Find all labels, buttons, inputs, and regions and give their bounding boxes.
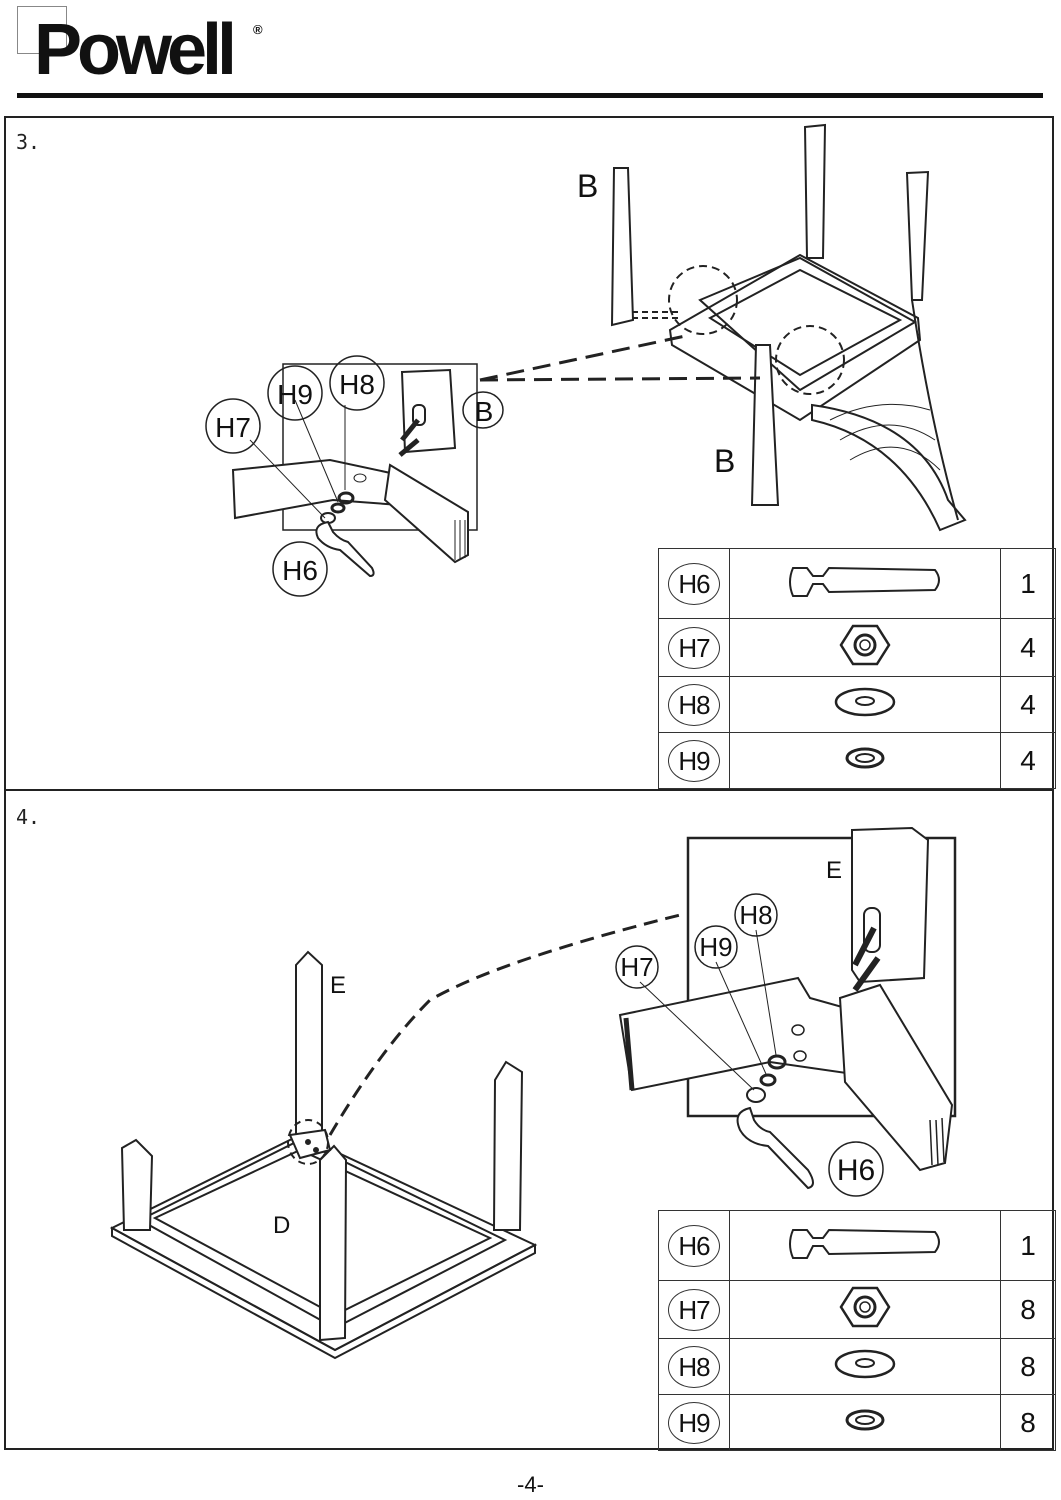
- lock-washer-icon: [843, 1409, 887, 1438]
- callout-h7: H7: [215, 412, 251, 443]
- callout-h6: H6: [282, 555, 318, 586]
- parts-row: H9 8: [658, 1394, 1056, 1451]
- callout-h9: H9: [277, 379, 313, 410]
- callout-h8: H8: [339, 369, 375, 400]
- part-qty: 4: [1000, 676, 1056, 733]
- part-code: H8: [668, 683, 720, 726]
- step-4-illustration: E D E H8 H9 H7 H6: [109, 826, 957, 1360]
- table-top-d-label: D: [273, 1212, 290, 1239]
- part-code: H6: [668, 562, 720, 605]
- step-4-number: 4.: [16, 805, 41, 829]
- hex-nut-icon: [837, 624, 893, 674]
- logo-frame: [17, 6, 67, 54]
- callout-h9: H9: [699, 932, 732, 962]
- part-code: H9: [668, 1401, 720, 1444]
- lock-washer-icon: [843, 747, 887, 776]
- wrench-icon: [785, 566, 945, 610]
- flat-washer-icon: [833, 687, 897, 724]
- parts-row: H7 4: [658, 618, 1056, 677]
- parts-row: H7 8: [658, 1280, 1056, 1339]
- part-qty: 8: [1000, 1280, 1056, 1339]
- detail-leg-e-label: E: [826, 857, 842, 884]
- leg-b-front-label: B: [714, 443, 735, 479]
- part-qty: 8: [1000, 1394, 1056, 1451]
- callout-h7: H7: [620, 952, 653, 982]
- wrench-icon: [785, 1228, 945, 1272]
- part-code: H7: [668, 1288, 720, 1331]
- step-3-parts-table: H6 1 H7 4 H8 4 H9 4: [658, 548, 1056, 789]
- part-qty: 1: [1000, 1210, 1056, 1281]
- parts-row: H8 8: [658, 1338, 1056, 1395]
- leg-e-label: E: [330, 972, 346, 999]
- part-code: H8: [668, 1345, 720, 1388]
- callout-h8: H8: [739, 900, 772, 930]
- leg-b-label: B: [577, 168, 598, 204]
- part-code: H7: [668, 626, 720, 669]
- part-qty: 1: [1000, 548, 1056, 619]
- step-4-parts-table: H6 1 H7 8 H8 8 H9 8: [658, 1210, 1056, 1451]
- step-3-number: 3.: [16, 130, 41, 154]
- hex-nut-icon: [837, 1286, 893, 1336]
- part-qty: 4: [1000, 732, 1056, 789]
- step-divider: [4, 789, 1054, 791]
- flat-washer-icon: [833, 1349, 897, 1386]
- page-number: -4-: [517, 1472, 544, 1497]
- callout-h6: H6: [837, 1154, 875, 1187]
- parts-row: H9 4: [658, 732, 1056, 789]
- registered-mark: ®: [253, 22, 263, 37]
- parts-row: H6 1: [658, 1210, 1056, 1281]
- brand-logo: Powell: [34, 10, 237, 90]
- parts-row: H8 4: [658, 676, 1056, 733]
- part-code: H9: [668, 739, 720, 782]
- header-rule: [17, 93, 1043, 98]
- part-qty: 4: [1000, 618, 1056, 677]
- step-3-illustration: B B H9 H8 H7 H6 B: [205, 123, 967, 597]
- callout-b: B: [475, 396, 494, 427]
- part-qty: 8: [1000, 1338, 1056, 1395]
- parts-row: H6 1: [658, 548, 1056, 619]
- part-code: H6: [668, 1224, 720, 1267]
